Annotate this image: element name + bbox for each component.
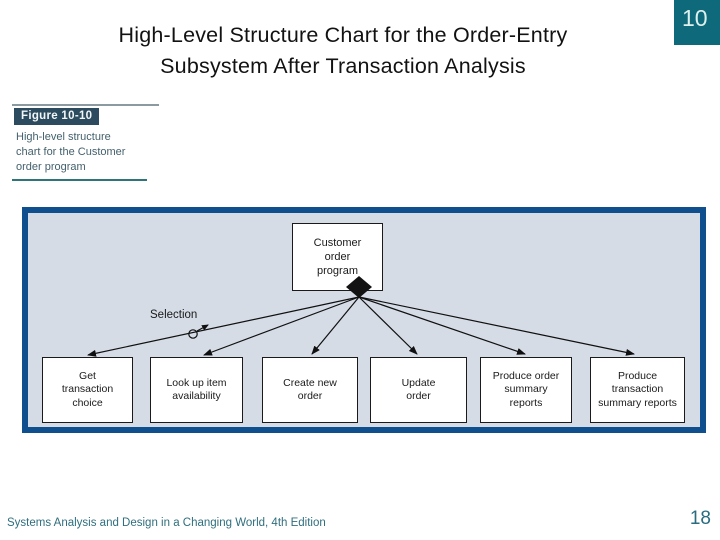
leaf-node: Create new order <box>262 357 358 423</box>
leaf-node: Produce transaction summary reports <box>590 357 685 423</box>
figure-caption-block: Figure 10-10 High-level structure chart … <box>0 104 185 189</box>
figure-caption: High-level structure chart for the Custo… <box>16 131 126 174</box>
leaf-node: Produce order summary reports <box>480 357 572 423</box>
root-node: Customer order program <box>292 223 383 291</box>
leaf-node: Look up item availability <box>150 357 243 423</box>
figure-label: Figure 10-10 <box>14 108 100 125</box>
call-line <box>203 296 360 356</box>
chapter-number-badge: 10 <box>674 0 720 45</box>
call-line <box>358 296 635 356</box>
selection-label: Selection <box>150 309 197 321</box>
top-divider <box>12 104 159 106</box>
bottom-divider <box>12 179 147 181</box>
call-line <box>311 296 360 355</box>
page-number: 18 <box>689 508 711 529</box>
data-couple-icon <box>188 324 209 339</box>
structure-chart-panel: Customer order program Get transaction c… <box>22 207 706 433</box>
call-line <box>87 296 360 357</box>
page-title: High-Level Structure Chart for the Order… <box>118 23 568 78</box>
footer-book-title: Systems Analysis and Design in a Changin… <box>7 517 326 529</box>
leaf-node: Get transaction choice <box>42 357 133 423</box>
call-line <box>358 296 526 355</box>
leaf-node: Update order <box>370 357 467 423</box>
call-line <box>358 296 418 355</box>
